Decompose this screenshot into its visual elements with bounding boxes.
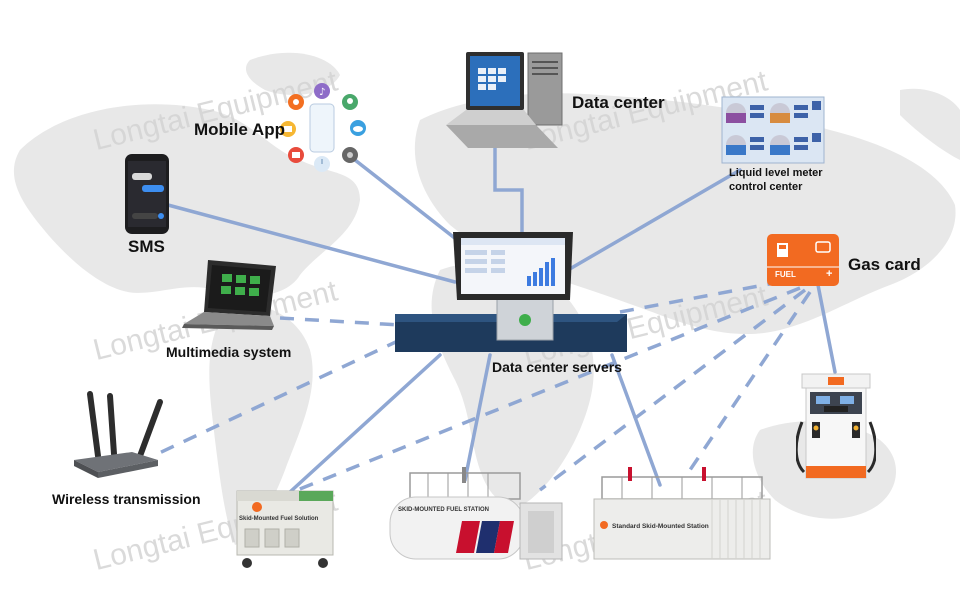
data-center-servers-label: Data center servers — [492, 359, 622, 375]
sms-phone-icon — [125, 154, 169, 234]
mobile-app-label: Mobile App — [194, 120, 285, 139]
wireless-transmission-label: Wireless transmission — [52, 491, 201, 507]
data-center-computer-icon — [446, 52, 563, 148]
gas-card-fuel-text: FUEL — [775, 270, 796, 279]
liquid-level-meter-icon — [721, 96, 825, 164]
skid-left-tag: Skid-Mounted Fuel Solution — [239, 516, 319, 522]
link-liquid-level — [566, 168, 742, 272]
link-gas-card-to-skid-left — [284, 286, 801, 497]
wireless-router-icon — [74, 391, 163, 478]
mobile-app-icon: ♪ — [280, 83, 366, 172]
link-server-to-skid-right — [610, 353, 662, 487]
gas-card-label: Gas card — [848, 255, 921, 274]
liquid-level-label-line1: Liquid level meter — [729, 167, 823, 179]
sms-label: SMS — [128, 237, 165, 256]
skid-right-tag: Standard Skid-Mounted Station — [612, 523, 709, 530]
svg-text:♪: ♪ — [319, 87, 325, 98]
gas-card-plus-text: + — [826, 268, 833, 280]
link-multimedia — [279, 316, 401, 327]
multimedia-laptop-icon — [182, 260, 276, 330]
link-sms — [166, 203, 457, 284]
link-wireless — [154, 338, 401, 457]
liquid-level-label-line2: control center — [729, 181, 803, 193]
link-server-to-skid-left — [288, 353, 442, 494]
skid-center-unit-icon: SKID-MOUNTED FUEL STATION — [388, 467, 566, 565]
skid-left-unit-icon: Skid-Mounted Fuel Solution — [235, 487, 335, 569]
link-gas-card-to-dispenser — [816, 283, 837, 374]
link-gas-card-to-skid-center — [538, 288, 807, 492]
fuel-dispenser-icon — [796, 373, 876, 479]
data-center-label: Data center — [572, 93, 665, 112]
skid-center-tag: SKID-MOUNTED FUEL STATION — [398, 507, 489, 513]
link-server-to-skid-center — [463, 353, 492, 482]
link-gas-card-to-skid-right — [688, 291, 812, 471]
data-center-servers-icon — [395, 232, 627, 352]
skid-right-unit-icon: Standard Skid-Mounted Station — [592, 467, 772, 562]
link-mobile-app — [353, 158, 472, 252]
link-server-to-gas-card — [619, 280, 781, 314]
link-data-center — [493, 143, 524, 234]
multimedia-system-label: Multimedia system — [166, 344, 292, 360]
gas-card-icon: FUEL + — [767, 234, 839, 286]
